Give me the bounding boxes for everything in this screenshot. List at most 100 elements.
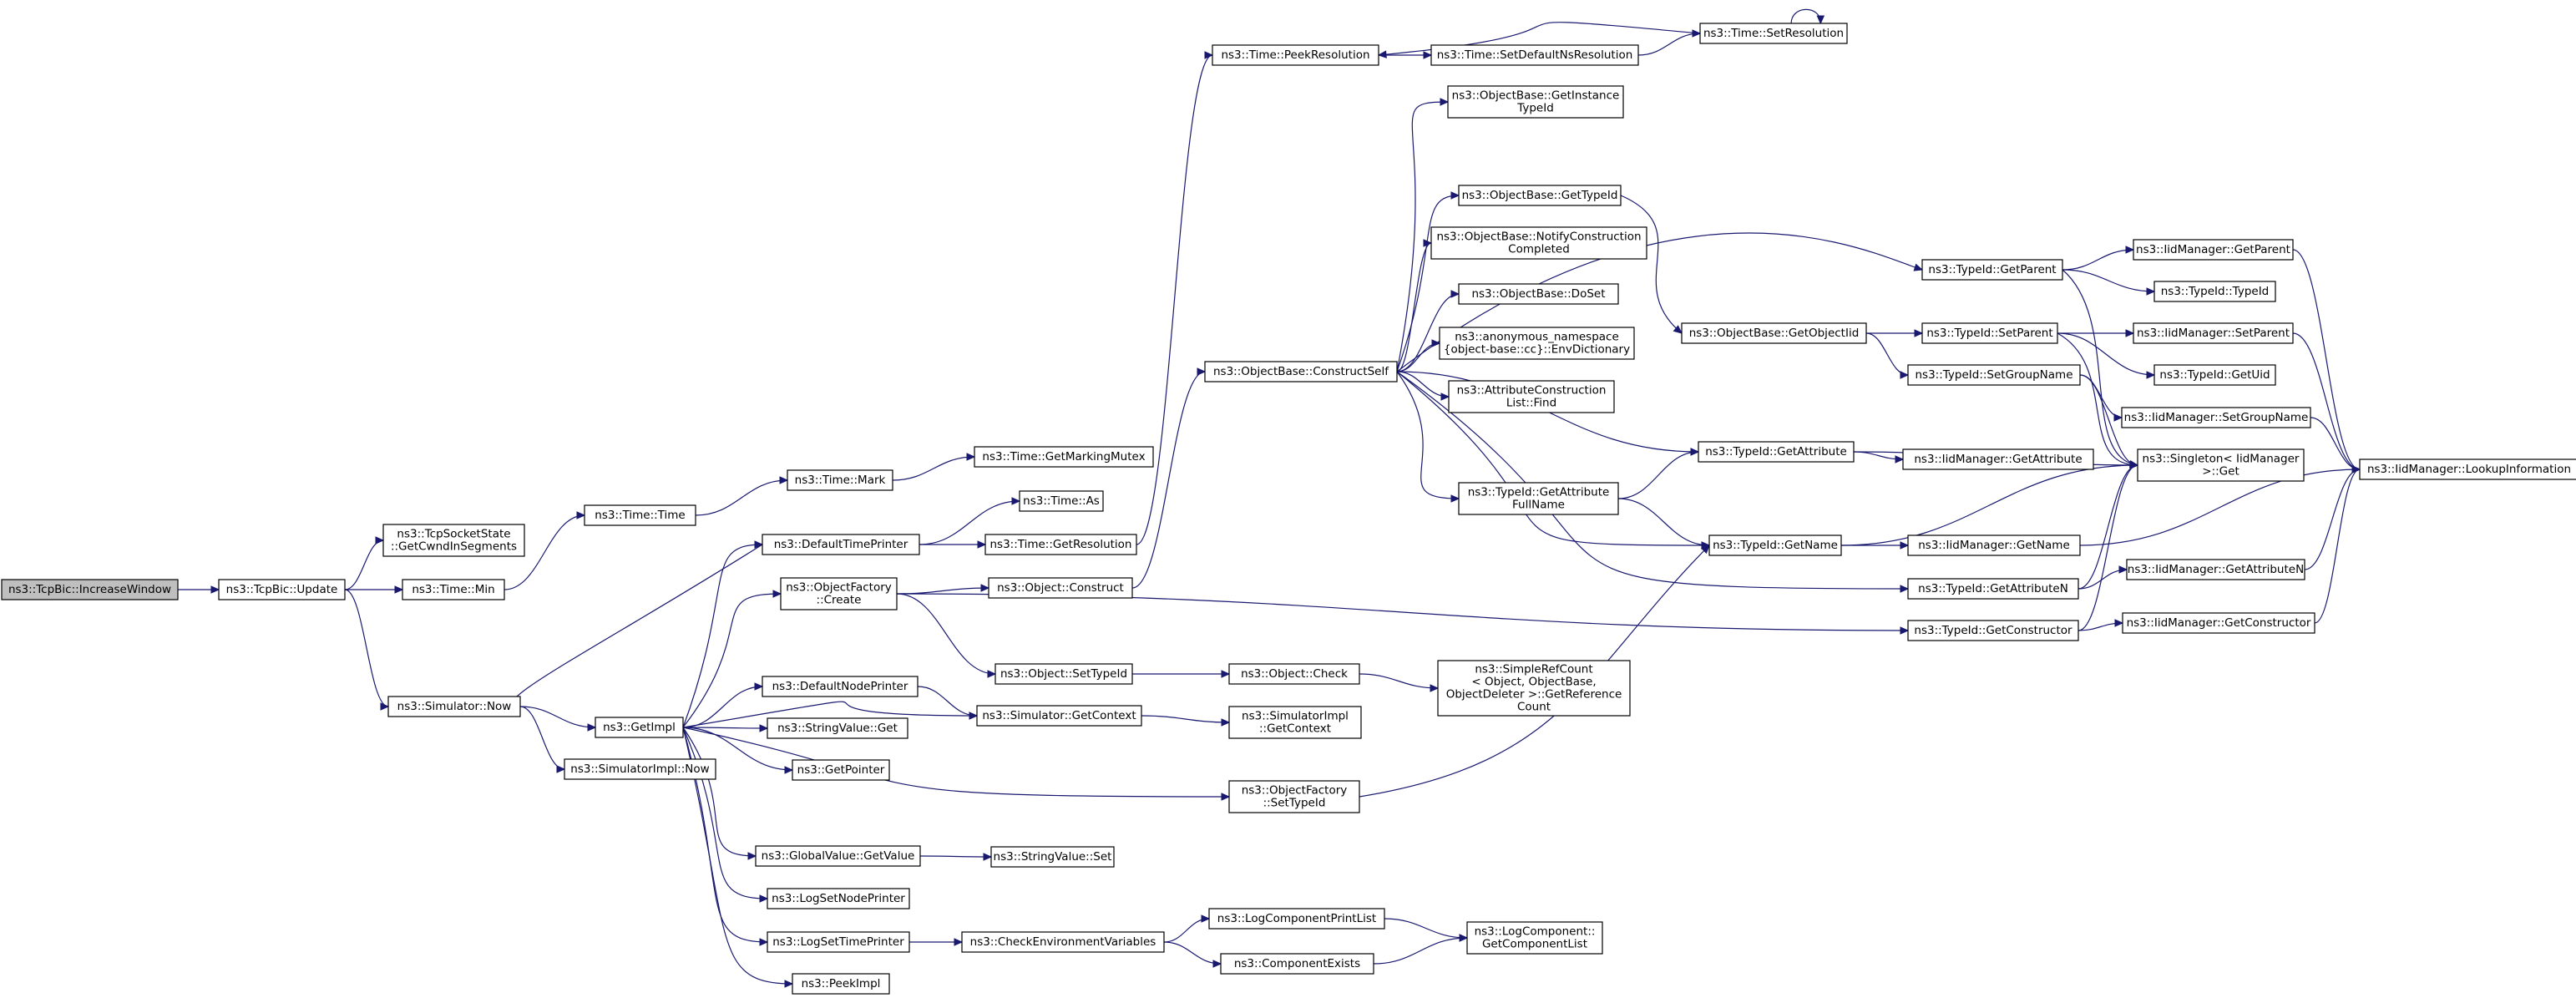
node-n34[interactable]: ns3::IidManager::GetParent [2133, 239, 2294, 261]
node-n44[interactable]: ns3::IidManager::LookupInformation [2359, 458, 2576, 480]
node-n36[interactable]: ns3::IidManager::SetParent [2133, 322, 2294, 344]
edge-n8-to-n62-arrowhead [784, 980, 794, 988]
node-n35[interactable]: ns3::TypeId::TypeId [2153, 281, 2276, 302]
node-n61[interactable]: ns3::LogComponent::GetComponentList [1466, 921, 1603, 955]
node-n50[interactable]: ns3::SimulatorImpl::GetContext [1228, 706, 1362, 739]
node-n58[interactable]: ns3::CheckEnvironmentVariables [961, 931, 1165, 953]
node-n53[interactable]: ns3::ObjectFactory::SetTypeId [1228, 780, 1360, 813]
node-n43[interactable]: ns3::IidManager::GetConstructor [2122, 612, 2315, 634]
edge-n38-to-n44 [2310, 417, 2361, 470]
node-label: ns3::DefaultNodePrinter [772, 680, 908, 693]
edge-n31-to-n38 [2079, 374, 2123, 418]
edge-n18-to-n22-arrowhead [1450, 290, 1460, 298]
node-label: ns3::IidManager::GetName [1918, 539, 2070, 552]
node-n5[interactable]: ns3::Time::Time [584, 504, 696, 526]
node-box [984, 534, 1137, 555]
node-n48[interactable]: ns3::DefaultNodePrinter [762, 676, 919, 697]
node-box [1208, 908, 1385, 930]
edge-n10-to-n4 [511, 544, 763, 707]
edge-n49-to-n50 [1141, 715, 1230, 723]
node-n4[interactable]: ns3::Simulator::Now [387, 696, 521, 717]
node-n27[interactable]: ns3::TypeId::GetAttribute [1698, 441, 1855, 463]
node-n57[interactable]: ns3::LogSetTimePrinter [767, 931, 910, 953]
node-box [2121, 407, 2311, 428]
node-n12[interactable]: ns3::Time::GetResolution [984, 534, 1137, 555]
node-n52[interactable]: ns3::GetPointer [792, 759, 890, 781]
edge-n4-to-n8-arrowhead [587, 723, 597, 732]
node-label: ns3::Singleton< IidManager [2143, 453, 2300, 466]
node-n8[interactable]: ns3::GetImpl [595, 717, 684, 738]
node-n56[interactable]: ns3::LogSetNodePrinter [767, 888, 910, 909]
edge-n25-to-n27 [1617, 451, 1699, 499]
node-n47[interactable]: ns3::SimpleRefCount< Object, ObjectBase,… [1437, 660, 1631, 717]
node-n38[interactable]: ns3::IidManager::SetGroupName [2121, 407, 2311, 428]
node-n14[interactable]: ns3::Time::SetDefaultNsResolution [1430, 44, 1639, 66]
node-n1[interactable]: ns3::TcpBic::Update [218, 579, 346, 600]
node-n23[interactable]: ns3::anonymous_namespace{object-base::cc… [1439, 327, 1635, 360]
node-n55[interactable]: ns3::StringValue::Set [990, 846, 1115, 868]
node-n9[interactable]: ns3::SimulatorImpl::Now [564, 758, 716, 780]
node-n30[interactable]: ns3::TypeId::SetParent [1921, 322, 2058, 344]
node-n13[interactable]: ns3::Time::PeekResolution [1212, 44, 1379, 66]
node-n21[interactable]: ns3::ObjectBase::NotifyConstructionCompl… [1430, 226, 1647, 260]
node-n60[interactable]: ns3::ComponentExists [1220, 953, 1374, 975]
node-n37[interactable]: ns3::TypeId::GetUid [2153, 364, 2276, 386]
node-label: ns3::LogComponentPrintList [1217, 912, 1376, 925]
node-label: ns3::IidManager::SetParent [2137, 327, 2290, 340]
edge-n29-to-n40 [2062, 269, 2138, 466]
node-n20[interactable]: ns3::ObjectBase::GetTypeId [1458, 185, 1622, 206]
node-n33[interactable]: ns3::TypeId::GetConstructor [1907, 620, 2079, 641]
node-n40[interactable]: ns3::Singleton< IidManager >::Get [2137, 448, 2305, 482]
node-n0[interactable]: ns3::TcpBic::IncreaseWindow [1, 579, 179, 600]
node-n51[interactable]: ns3::StringValue::Get [767, 717, 908, 739]
node-n49[interactable]: ns3::Simulator::GetContext [976, 705, 1142, 727]
edge-n30-to-n37 [2057, 332, 2155, 376]
node-n3[interactable]: ns3::Time::Min [402, 579, 505, 600]
node-n59[interactable]: ns3::LogComponentPrintList [1208, 908, 1385, 930]
node-n31[interactable]: ns3::TypeId::SetGroupName [1907, 364, 2081, 386]
edge-n18-to-n32-arrowhead [1900, 585, 1910, 593]
edge-n60-to-n61 [1373, 937, 1468, 965]
node-n54[interactable]: ns3::GlobalValue::GetValue [755, 845, 921, 867]
node-box [1228, 663, 1360, 685]
edge-n8-to-n53 [682, 727, 1230, 798]
node-n22[interactable]: ns3::ObjectBase::DoSet [1458, 283, 1619, 305]
node-label: ns3::TcpBic::Update [226, 583, 338, 596]
edge-n49-to-n50-arrowhead [1221, 718, 1231, 727]
node-box [1907, 534, 2081, 556]
node-n41[interactable]: ns3::IidManager::GetName [1907, 534, 2081, 556]
edge-n54-to-n55-arrowhead [983, 853, 993, 861]
node-n18[interactable]: ns3::ObjectBase::ConstructSelf [1204, 361, 1398, 382]
node-n7[interactable]: ns3::Time::GetMarkingMutex [974, 446, 1154, 468]
node-n42[interactable]: ns3::IidManager::GetAttributeN [2126, 559, 2305, 580]
edge-n8-to-n48-arrowhead [754, 682, 764, 691]
node-n28[interactable]: ns3::TypeId::GetName [1708, 534, 1842, 556]
edge-n8-to-n57-arrowhead [759, 938, 769, 946]
node-label: ns3::SimulatorImpl::Now [570, 762, 709, 776]
node-n26[interactable]: ns3::ObjectBase::GetObjectIid [1681, 322, 1867, 344]
node-box [767, 888, 910, 909]
node-n11[interactable]: ns3::Time::As [1019, 490, 1104, 512]
edge-n28-to-n41-arrowhead [1900, 541, 1910, 550]
node-n45[interactable]: ns3::Object::SetTypeId [994, 663, 1133, 685]
node-box [1907, 578, 2079, 600]
node-n39[interactable]: ns3::IidManager::GetAttribute [1902, 448, 2094, 470]
node-n10[interactable]: ns3::DefaultTimePrinter [762, 534, 920, 555]
node-label: ns3::Object::SetTypeId [1000, 667, 1127, 681]
node-n16[interactable]: ns3::ObjectFactory::Create [780, 577, 898, 610]
node-n6[interactable]: ns3::Time::Mark [787, 469, 893, 491]
node-n29[interactable]: ns3::TypeId::GetParent [1921, 259, 2063, 281]
edge-n1-to-n4 [344, 589, 389, 707]
node-n62[interactable]: ns3::PeekImpl [792, 973, 890, 995]
node-n32[interactable]: ns3::TypeId::GetAttributeN [1907, 578, 2079, 600]
node-n17[interactable]: ns3::Object::Construct [988, 577, 1133, 599]
edge-n18-to-n25-arrowhead [1450, 494, 1460, 503]
node-n2[interactable]: ns3::TcpSocketState::GetCwndInSegments [382, 524, 525, 557]
node-n46[interactable]: ns3::Object::Check [1228, 663, 1360, 685]
node-box [1228, 706, 1362, 739]
edge-n18-to-n20-arrowhead [1450, 191, 1460, 200]
node-n15[interactable]: ns3::Time::SetResolution [1699, 23, 1848, 44]
